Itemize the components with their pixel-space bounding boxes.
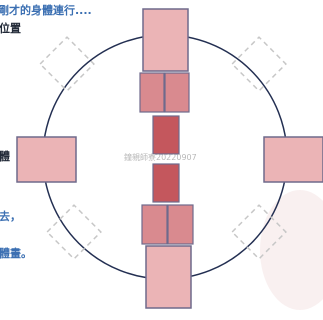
block-upper-left (139, 72, 165, 113)
dashed-square-bottom-right (231, 204, 287, 260)
watermark-text: 鐘親師寮20220907 (124, 153, 197, 162)
dashed-square-bottom-left (46, 204, 102, 260)
block-bottom (145, 245, 192, 309)
block-left (16, 136, 77, 183)
text-line-5: 體畫。 (0, 247, 32, 260)
block-upper-right (164, 72, 190, 113)
text-line-2: 位置 (0, 22, 21, 35)
block-right (263, 136, 323, 183)
block-lower-left (141, 204, 168, 245)
text-line-4: 去， (0, 210, 21, 223)
bar-center-upper (152, 115, 180, 155)
text-line-1: 剛才的身體連行.... (0, 4, 92, 17)
dashed-square-top-right (231, 36, 287, 92)
dashed-square-top-left (39, 36, 95, 92)
decorative-flower-bg (260, 190, 323, 310)
bar-center-lower (152, 163, 180, 203)
block-lower-right (167, 204, 194, 245)
block-top (142, 8, 189, 72)
text-line-3: 體 (0, 150, 10, 163)
